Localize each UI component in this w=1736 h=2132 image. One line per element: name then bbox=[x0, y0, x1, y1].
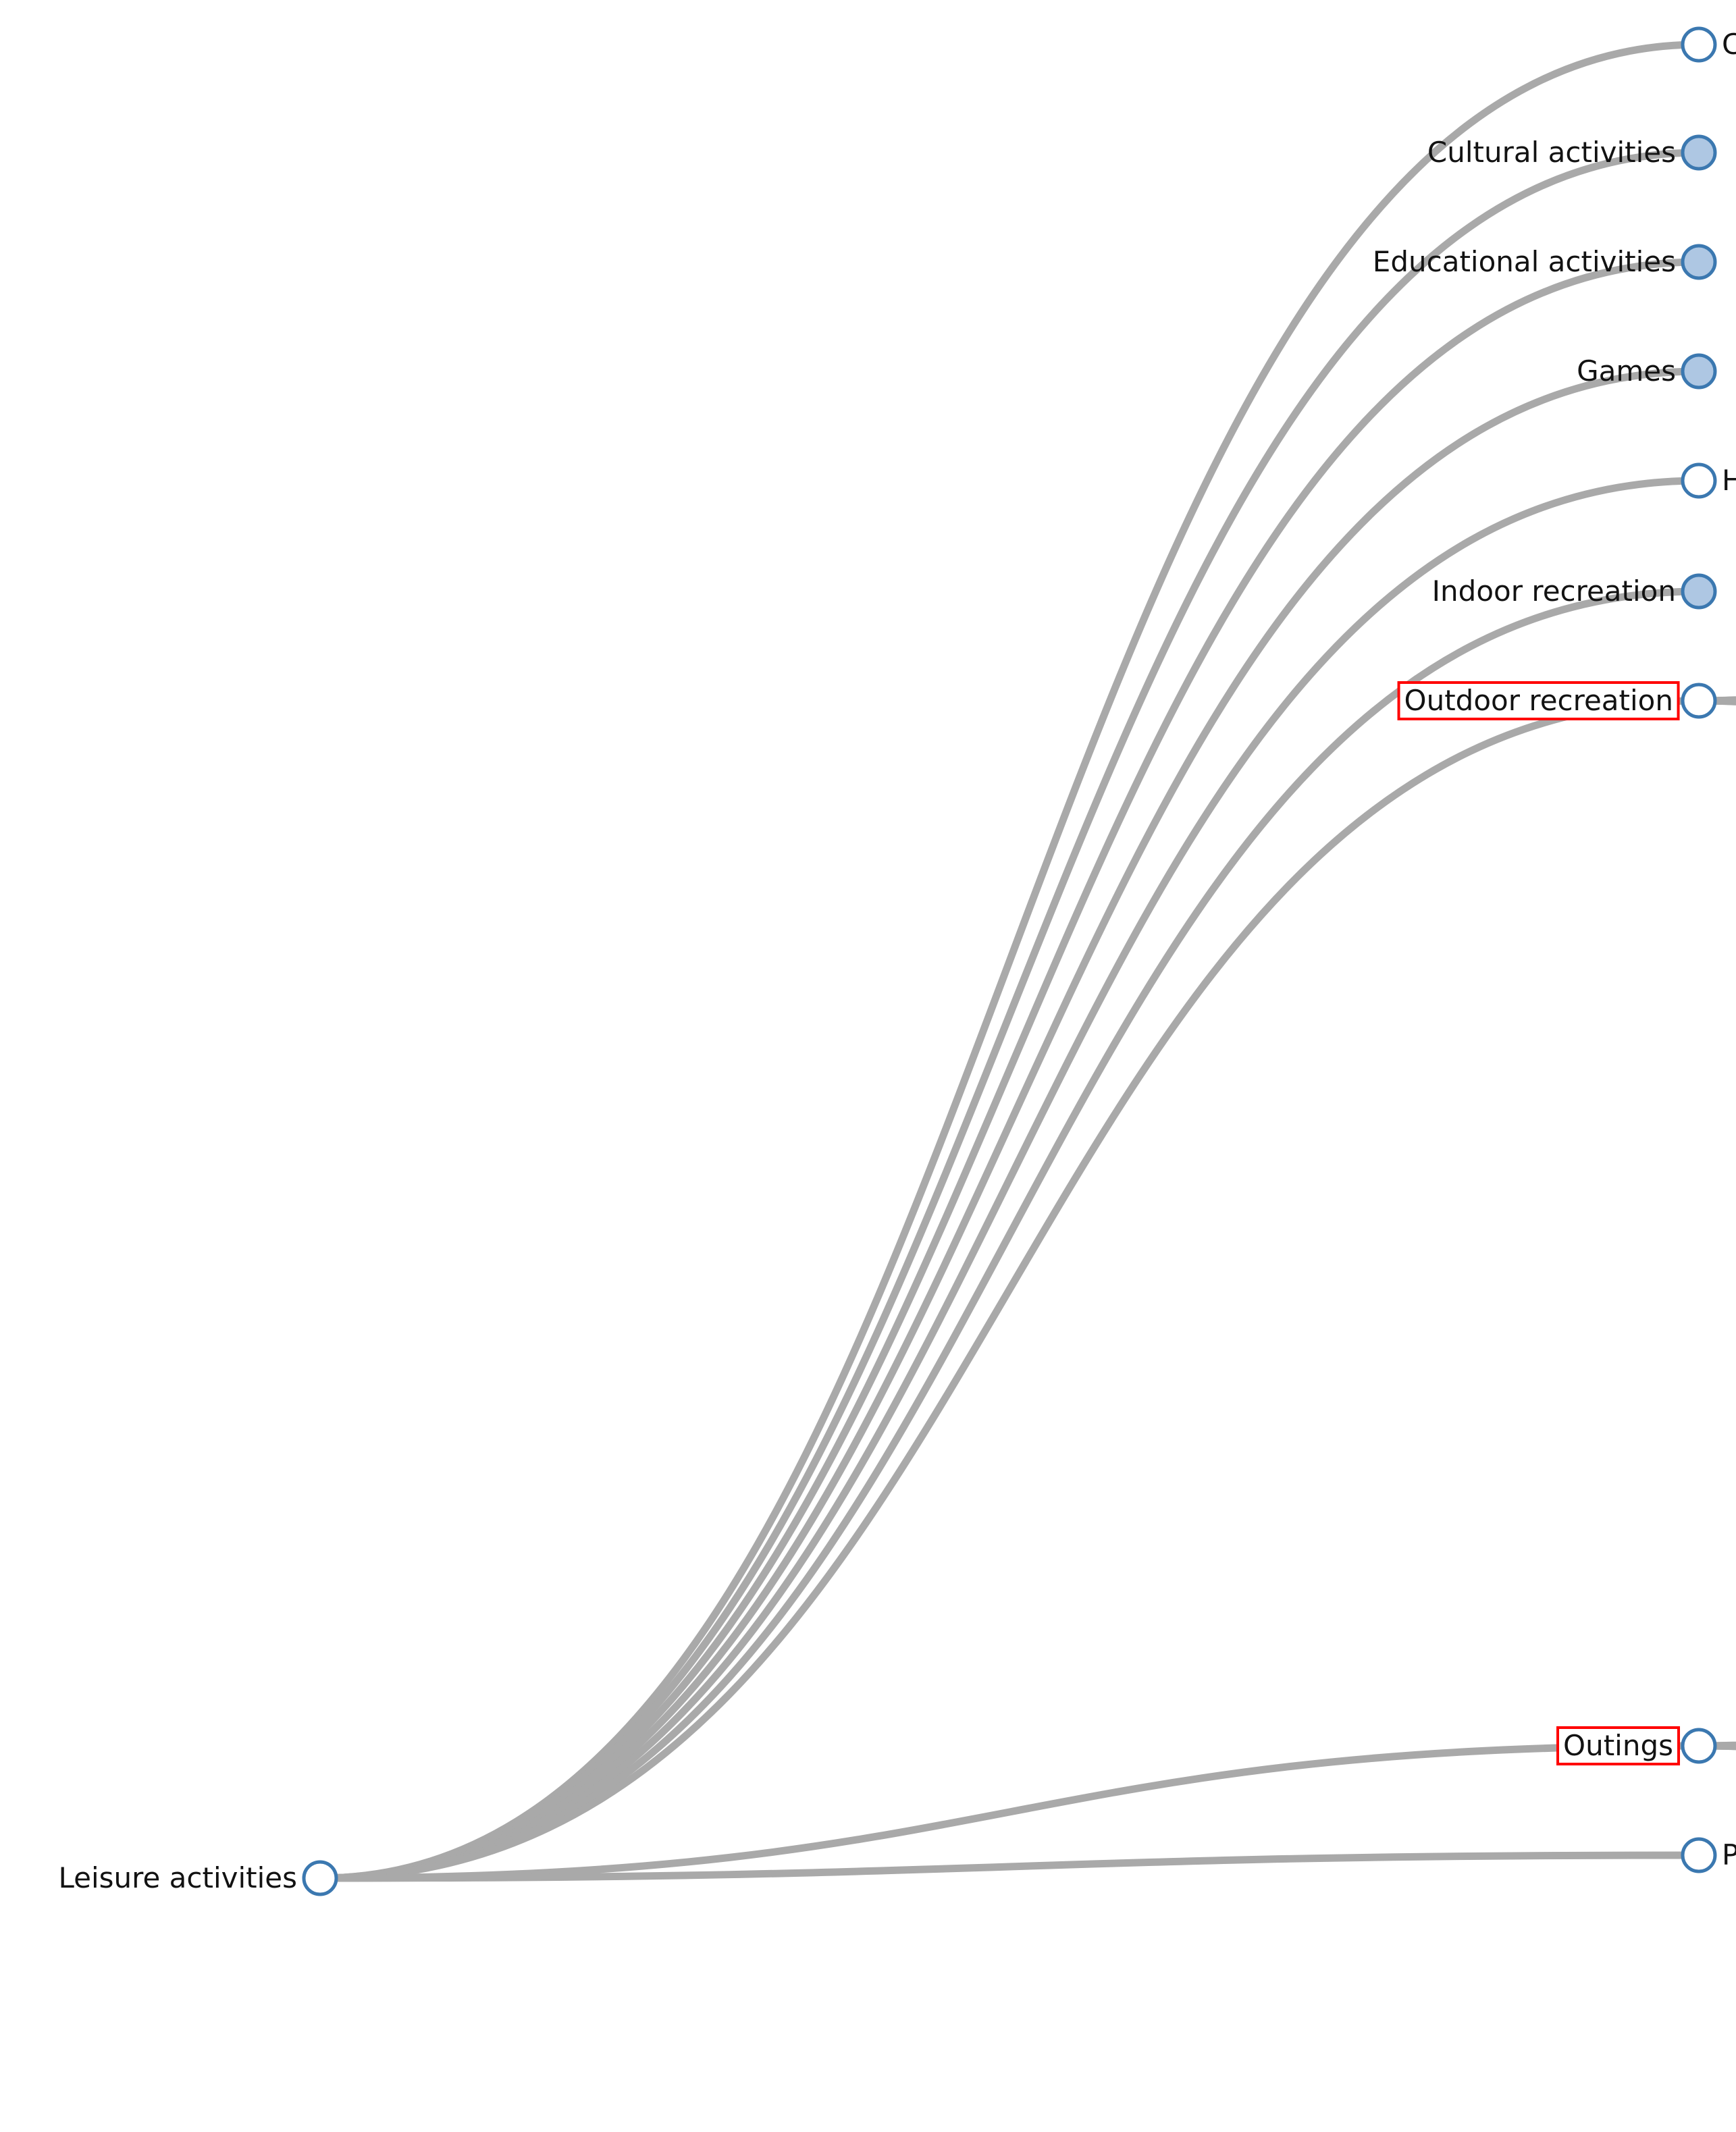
tree-node-educational-activities[interactable] bbox=[1681, 244, 1717, 280]
tree-edge bbox=[1695, 696, 1736, 705]
tree-edge bbox=[316, 697, 1703, 1882]
tree-edge bbox=[316, 1851, 1703, 1882]
node-label-outings[interactable]: Outings bbox=[1556, 1726, 1680, 1765]
tree-node-handicrafts[interactable] bbox=[1681, 462, 1717, 499]
tree-node-passive-recreation[interactable] bbox=[1681, 1837, 1717, 1873]
tree-edge bbox=[1695, 697, 1736, 705]
node-label-games[interactable]: Games bbox=[1577, 354, 1676, 388]
tree-edge bbox=[316, 41, 1703, 1882]
tree-node-games[interactable] bbox=[1681, 353, 1717, 390]
tree-node-close-proximity-leisure[interactable] bbox=[1681, 26, 1717, 63]
node-label-indoor-recreation[interactable]: Indoor recreation bbox=[1431, 575, 1676, 608]
node-label-passive-recreation[interactable]: Passive recreation bbox=[1722, 1838, 1736, 1871]
tree-node-leisure-activities[interactable] bbox=[302, 1860, 338, 1896]
tree-edge bbox=[316, 1742, 1703, 1882]
tree-node-indoor-recreation[interactable] bbox=[1681, 573, 1717, 610]
tree-edge bbox=[1695, 697, 1736, 705]
tree-edge bbox=[1695, 697, 1736, 705]
node-label-handicrafts[interactable]: Handicrafts bbox=[1722, 464, 1736, 497]
tree-edge bbox=[1695, 1741, 1736, 1750]
node-label-close-proximity-leisure[interactable]: Close proximity leisure bbox=[1722, 28, 1736, 61]
node-label-educational-activities[interactable]: Educational activities bbox=[1372, 245, 1676, 278]
tree-edge bbox=[316, 587, 1703, 1882]
tree-node-outdoor-recreation[interactable] bbox=[1681, 683, 1717, 719]
tree-node-outings[interactable] bbox=[1681, 1728, 1717, 1764]
tree-edge bbox=[1695, 1741, 1736, 1750]
tree-node-cultural-activities[interactable] bbox=[1681, 134, 1717, 171]
node-label-leisure-activities[interactable]: Leisure activities bbox=[58, 1861, 297, 1894]
tree-edge bbox=[316, 258, 1703, 1882]
edge-layer bbox=[316, 41, 1736, 1882]
node-layer bbox=[302, 26, 1717, 1896]
node-label-cultural-activities[interactable]: Cultural activities bbox=[1427, 136, 1676, 169]
tree-edge bbox=[316, 149, 1703, 1882]
tree-edge bbox=[316, 477, 1703, 1882]
node-label-outdoor-recreation[interactable]: Outdoor recreation bbox=[1397, 681, 1680, 720]
tree-edge bbox=[1695, 1742, 1736, 1751]
tree-edge bbox=[1695, 697, 1736, 705]
tree-edge bbox=[1695, 697, 1736, 705]
tree-edge bbox=[316, 367, 1703, 1882]
